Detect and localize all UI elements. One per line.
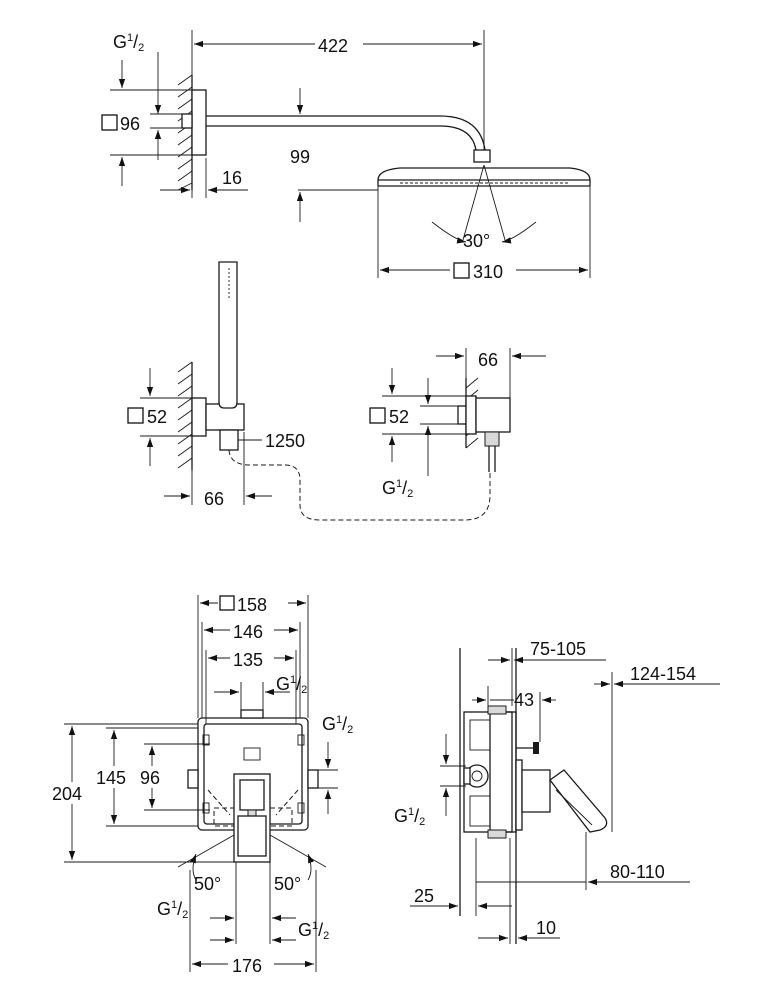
hand-shower-view: 52 1250 66 66 xyxy=(127,261,546,521)
thread-label-top: G1/2 xyxy=(276,674,307,696)
head-connector xyxy=(473,149,491,163)
dim-66-left: 66 xyxy=(204,489,224,509)
left-inlet xyxy=(187,769,199,789)
shower-arm-bottom xyxy=(206,125,477,151)
thread-label-hand: G1/2 xyxy=(382,478,413,500)
hose-connector xyxy=(484,431,500,447)
top-inlet xyxy=(240,709,264,719)
dim-176: 176 xyxy=(232,956,262,976)
shower-arm-top xyxy=(206,115,486,151)
mixer-front-view: 50° 50° 158 146 135 G1/2 G1/2 xyxy=(50,592,353,976)
dim-135: 135 xyxy=(233,650,263,670)
dim-75-105: 75-105 xyxy=(530,639,586,659)
outlet-elbow xyxy=(475,397,511,433)
mixer-lever-side xyxy=(549,769,608,833)
angle-50-left: 50° xyxy=(194,874,221,894)
mixer-lever xyxy=(239,779,265,811)
dim-square-52-right: 52 xyxy=(389,407,409,427)
shower-arm-flange xyxy=(191,89,207,156)
thread-label-bottom-left: G1/2 xyxy=(157,899,188,921)
angle-30: 30° xyxy=(463,231,490,251)
head-shower-view: 422 G1/2 96 16 99 30° 310 xyxy=(101,30,591,282)
thread-label-bottom-right: G1/2 xyxy=(298,920,329,942)
outlet-flange-right xyxy=(465,395,477,435)
thread-label-head: G1/2 xyxy=(113,32,144,54)
dim-16: 16 xyxy=(222,168,242,188)
right-inlet xyxy=(307,769,319,789)
dim-square-310: 310 xyxy=(473,262,503,282)
thread-label-right: G1/2 xyxy=(322,714,353,736)
dim-square-158: 158 xyxy=(237,595,267,615)
swivel-line-right xyxy=(483,164,506,241)
wall-hatch xyxy=(177,74,193,191)
dim-145: 145 xyxy=(96,768,126,788)
dim-square-96: 96 xyxy=(120,114,140,134)
hose-nut xyxy=(219,429,239,451)
dim-96: 96 xyxy=(140,768,160,788)
dim-1250: 1250 xyxy=(265,431,305,451)
dim-80-110: 80-110 xyxy=(610,862,665,882)
mixer-side-view: 75-105 124-154 43 G1/2 80-110 25 xyxy=(394,639,720,944)
hand-shower xyxy=(218,261,238,409)
dim-124-154: 124-154 xyxy=(630,664,696,684)
dim-43: 43 xyxy=(514,690,534,710)
angle-50-right: 50° xyxy=(274,874,301,894)
dim-square-52-left: 52 xyxy=(147,407,167,427)
thread-stub xyxy=(181,113,193,129)
swivel-line-left xyxy=(462,164,485,241)
dim-204: 204 xyxy=(52,784,82,804)
wall-hatch-2 xyxy=(177,361,193,469)
dim-99: 99 xyxy=(290,147,310,167)
outlet-stub-right xyxy=(457,405,467,425)
head-shower-plate xyxy=(377,167,591,181)
dim-66-right: 66 xyxy=(478,350,498,370)
outlet-flange xyxy=(191,397,207,437)
dim-25: 25 xyxy=(414,886,434,906)
thread-label-side: G1/2 xyxy=(394,806,425,828)
hose xyxy=(228,449,491,521)
dim-146: 146 xyxy=(233,622,263,642)
dim-10: 10 xyxy=(536,918,556,938)
dim-422: 422 xyxy=(318,36,348,56)
mixer-body-side xyxy=(521,769,551,813)
